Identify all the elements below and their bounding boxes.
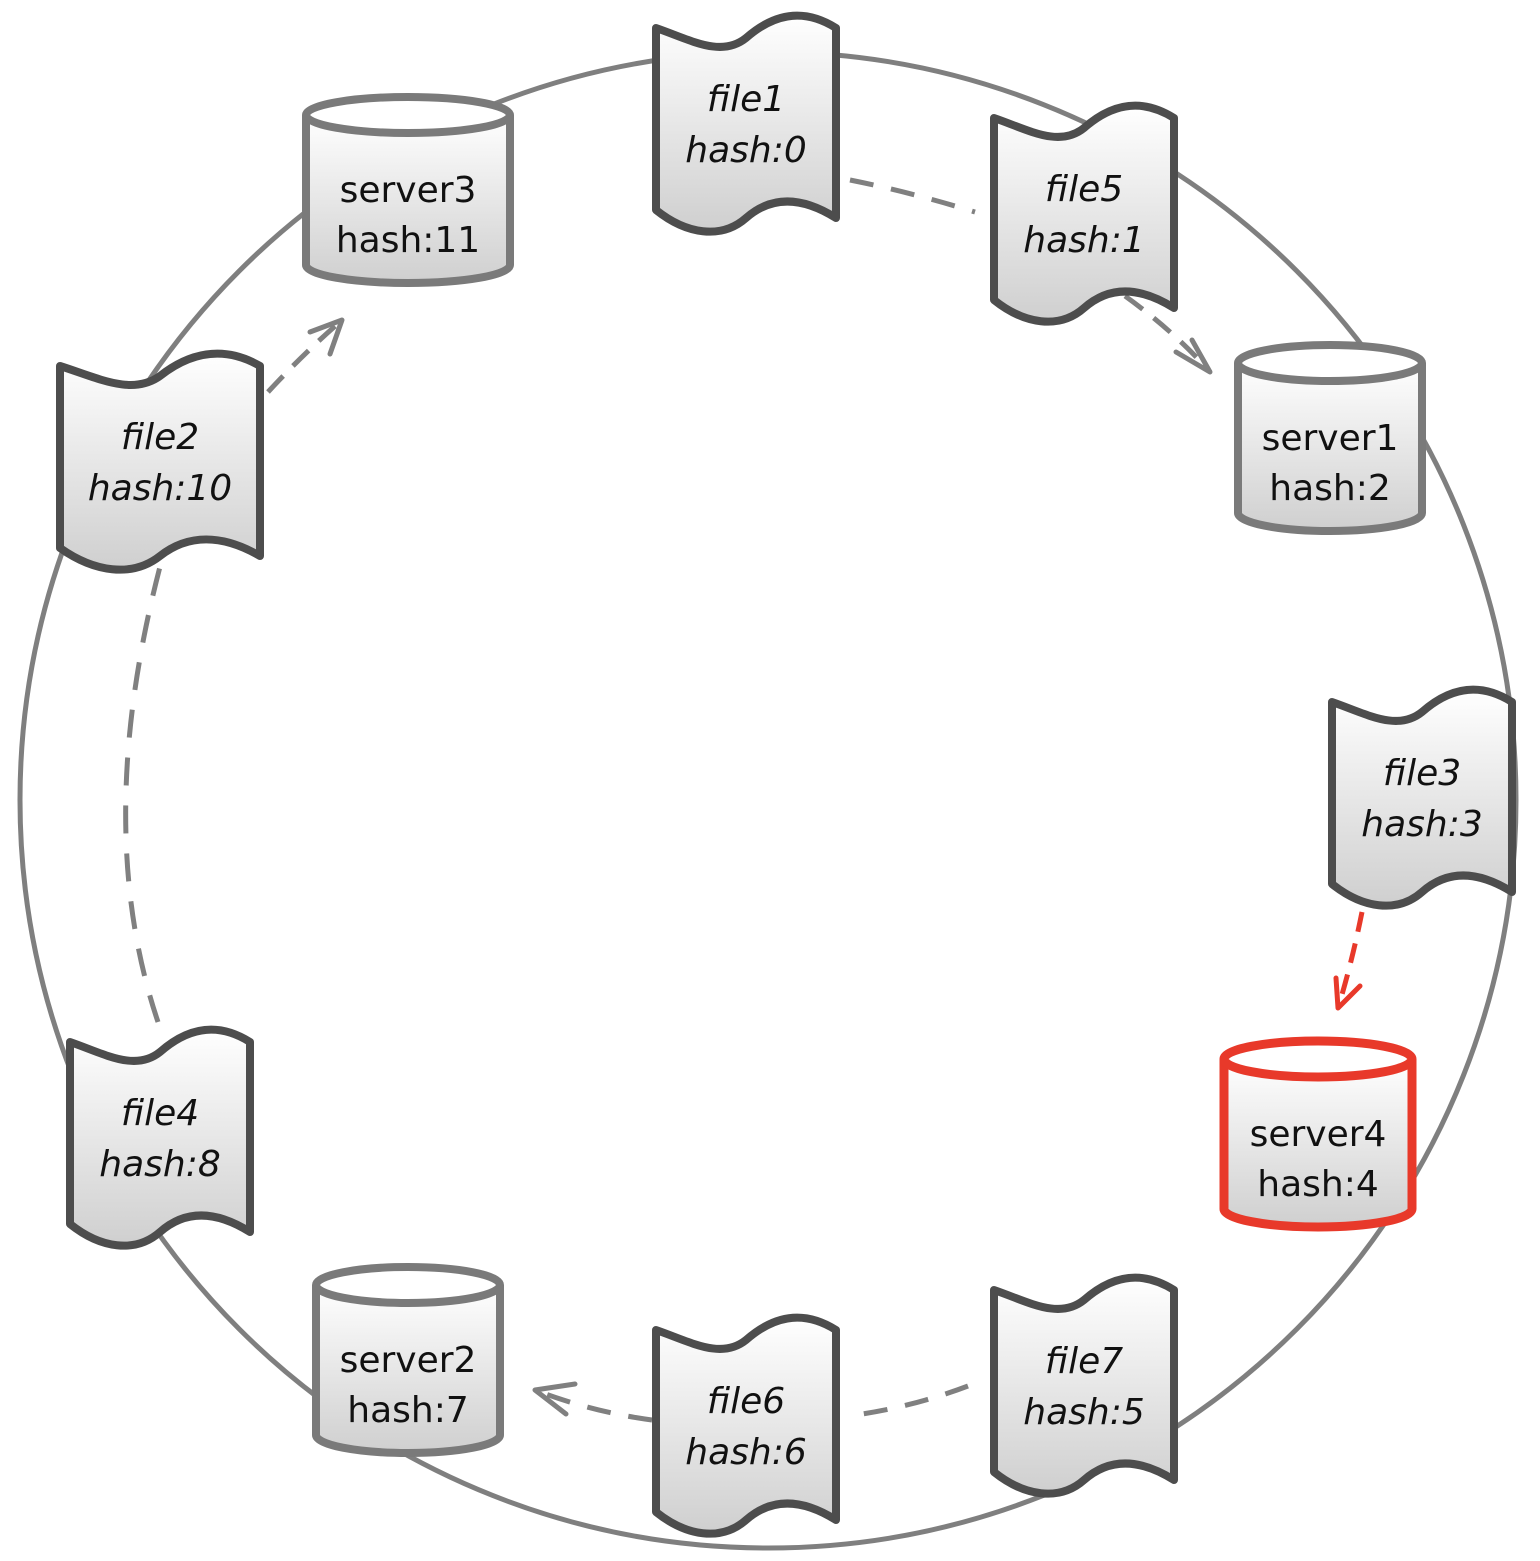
file-hash: hash:1 — [1023, 220, 1144, 261]
file-shape — [652, 1313, 840, 1538]
file-name: file4 — [121, 1093, 199, 1134]
file-hash: hash:8 — [99, 1144, 220, 1185]
file-node: file1 hash:0 — [652, 11, 840, 236]
server-node-highlighted: server4 hash:4 — [1219, 1036, 1417, 1232]
file-hash: hash:10 — [88, 468, 232, 509]
server-name: server1 — [1262, 418, 1399, 459]
server-node: server1 hash:2 — [1234, 341, 1426, 535]
server-name: server3 — [340, 170, 477, 211]
server-hash: hash:4 — [1257, 1164, 1378, 1205]
arrowhead-server1-a — [1173, 337, 1213, 375]
server-node: server2 hash:7 — [312, 1263, 504, 1457]
server-body — [312, 1285, 504, 1457]
arrowhead-server2 — [532, 1381, 578, 1417]
arrow-file7-to-server2 — [847, 1383, 969, 1419]
file-hash: hash:0 — [685, 130, 806, 171]
server-hash: hash:2 — [1269, 468, 1390, 509]
file-node: file5 hash:1 — [990, 101, 1178, 326]
server-name: server2 — [340, 1340, 477, 1381]
file-shape — [990, 1273, 1178, 1498]
server-body — [1219, 1059, 1417, 1232]
arrowhead-server3 — [307, 317, 345, 357]
server-top — [1219, 1036, 1417, 1082]
server-hash: hash:7 — [347, 1390, 468, 1431]
file-shape — [990, 101, 1178, 326]
file-name: file3 — [1383, 753, 1461, 794]
file-shape — [56, 349, 264, 574]
file-name: file6 — [707, 1381, 785, 1422]
file-name: file7 — [1045, 1341, 1123, 1382]
server-node: server3 hash:11 — [302, 93, 514, 287]
file-node: file7 hash:5 — [990, 1273, 1178, 1498]
file-node: file2 hash:10 — [56, 349, 264, 574]
file-node: file6 hash:6 — [652, 1313, 840, 1538]
server-name: server4 — [1250, 1114, 1387, 1155]
server-body — [1234, 363, 1426, 535]
file-name: file2 — [121, 417, 199, 458]
arrow-file3-to-server4 — [1335, 911, 1365, 1009]
arrow-file6-to-server2 — [534, 1387, 653, 1423]
file-hash: hash:6 — [685, 1432, 806, 1473]
file-hash: hash:5 — [1023, 1392, 1144, 1433]
server-hash: hash:11 — [336, 220, 480, 261]
file-shape — [1328, 685, 1516, 910]
server-top — [1234, 341, 1426, 385]
file-name: file5 — [1045, 169, 1123, 210]
arrow-file2-to-server3 — [266, 318, 344, 394]
file-shape — [66, 1025, 254, 1250]
arrow-file1-to-server1 — [849, 177, 976, 215]
file-hash: hash:3 — [1361, 804, 1482, 845]
arrow-file5-to-server1 — [1123, 293, 1212, 374]
server-body — [302, 115, 514, 287]
file-node: file4 hash:8 — [66, 1025, 254, 1250]
file-node: file3 hash:3 — [1328, 685, 1516, 910]
arrow-file4-to-server3 — [123, 547, 168, 1023]
arrowhead-server4 — [1333, 975, 1363, 1011]
server-top — [312, 1263, 504, 1307]
server-top — [302, 93, 514, 137]
file-shape — [652, 11, 840, 236]
assignment-arrows — [123, 177, 1365, 1423]
file-name: file1 — [707, 79, 785, 120]
